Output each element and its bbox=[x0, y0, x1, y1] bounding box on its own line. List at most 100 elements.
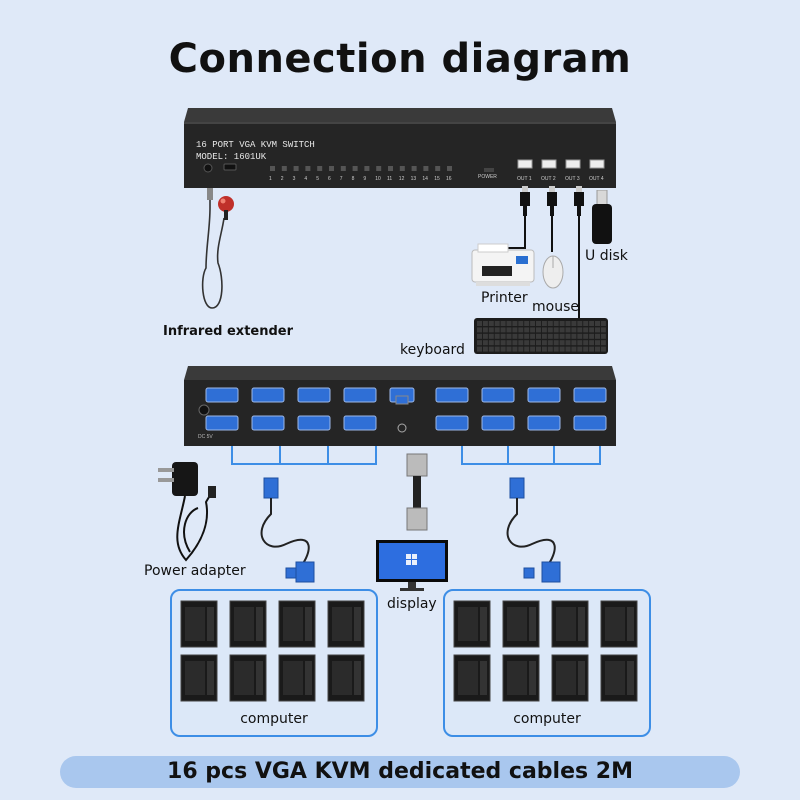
keyboard-key bbox=[600, 346, 606, 352]
keyboard-key bbox=[565, 321, 571, 326]
keyboard-key bbox=[595, 321, 600, 326]
keyboard-key bbox=[577, 346, 583, 352]
port-select-button bbox=[364, 166, 370, 171]
keyboard-key bbox=[524, 321, 530, 326]
port-select-button bbox=[435, 166, 441, 171]
keyboard-key bbox=[547, 346, 553, 352]
keyboard-key bbox=[506, 333, 512, 339]
keyboard-key bbox=[482, 327, 488, 333]
keyboard-key bbox=[547, 321, 553, 326]
keyboard-key bbox=[506, 346, 512, 352]
keyboard-key bbox=[536, 346, 541, 352]
keyboard-key bbox=[518, 321, 524, 326]
keyboard-key bbox=[553, 346, 559, 352]
keyboard-key bbox=[559, 321, 565, 326]
keyboard-key bbox=[541, 333, 547, 339]
computer-tower-icon bbox=[327, 600, 365, 648]
keyboard-key bbox=[600, 340, 606, 346]
keyboard-key bbox=[589, 346, 595, 352]
keyboard-key bbox=[577, 340, 583, 346]
vga-port bbox=[251, 415, 285, 431]
vga-cable-right bbox=[506, 477, 561, 583]
keyboard-key bbox=[595, 346, 600, 352]
keyboard-key bbox=[477, 321, 482, 326]
keyboard-key bbox=[547, 327, 553, 333]
computer-group-right: computer bbox=[443, 589, 651, 737]
port-number: 15 bbox=[434, 176, 440, 182]
usb-port bbox=[565, 159, 581, 169]
keyboard-key bbox=[559, 340, 565, 346]
keyboard-key bbox=[589, 340, 595, 346]
keyboard-key bbox=[600, 333, 606, 339]
computer-tower-icon bbox=[502, 600, 540, 648]
port-select-button bbox=[293, 166, 299, 171]
keyboard-key bbox=[577, 321, 583, 326]
vga-port bbox=[205, 387, 239, 403]
keyboard-key bbox=[477, 340, 482, 346]
power-adapter-label: Power adapter bbox=[144, 563, 246, 579]
vga-port bbox=[481, 387, 515, 403]
keyboard-key bbox=[571, 333, 577, 339]
keyboard-key bbox=[518, 346, 524, 352]
keyboard-key bbox=[559, 333, 565, 339]
keyboard-key bbox=[536, 327, 541, 333]
display-label: display bbox=[387, 596, 437, 612]
usb-disk-label: U disk bbox=[585, 248, 628, 264]
keyboard-key bbox=[595, 340, 600, 346]
keyboard-key bbox=[530, 340, 536, 346]
keyboard-key bbox=[583, 340, 589, 346]
keyboard-key bbox=[589, 333, 595, 339]
port-number: 6 bbox=[328, 176, 331, 182]
keyboard-key bbox=[553, 327, 559, 333]
keyboard-key bbox=[583, 321, 589, 326]
vga-port bbox=[297, 415, 331, 431]
keyboard-key bbox=[518, 327, 524, 333]
display-monitor-icon bbox=[376, 540, 448, 591]
keyboard-key bbox=[488, 346, 494, 352]
keyboard-key bbox=[536, 321, 541, 326]
mouse-icon bbox=[542, 255, 564, 289]
keyboard-key bbox=[571, 327, 577, 333]
keyboard-key bbox=[583, 346, 589, 352]
keyboard-key bbox=[530, 333, 536, 339]
kvm-switch-front-graphic bbox=[184, 108, 616, 188]
keyboard-key bbox=[577, 333, 583, 339]
keyboard-key bbox=[500, 321, 506, 326]
port-select-button bbox=[270, 166, 275, 171]
keyboard-key bbox=[500, 333, 506, 339]
port-select-button bbox=[352, 166, 358, 171]
usb-cables bbox=[500, 186, 584, 322]
vga-port bbox=[251, 387, 285, 403]
keyboard-key bbox=[530, 327, 536, 333]
keyboard-key bbox=[482, 321, 488, 326]
port-select-button bbox=[399, 166, 405, 171]
computer-tower-icon bbox=[453, 654, 491, 702]
port-number: 4 bbox=[304, 176, 308, 182]
computer-tower-icon bbox=[229, 654, 267, 702]
keyboard-key bbox=[500, 340, 506, 346]
computer-group-right-label: computer bbox=[513, 711, 581, 727]
keyboard-key bbox=[477, 346, 482, 352]
switch-model-line2: MODEL: 1601UK bbox=[196, 152, 267, 162]
keyboard-key bbox=[589, 321, 595, 326]
computer-tower-icon bbox=[180, 654, 218, 702]
usb-port bbox=[541, 159, 557, 169]
keyboard-key bbox=[512, 321, 518, 326]
vga-port bbox=[343, 415, 377, 431]
keyboard-key bbox=[488, 333, 494, 339]
keyboard-key bbox=[536, 340, 541, 346]
keyboard-key bbox=[541, 321, 547, 326]
port-number: 8 bbox=[351, 176, 355, 182]
computer-tower-icon bbox=[229, 600, 267, 648]
keyboard-key bbox=[506, 327, 512, 333]
port-number: 7 bbox=[339, 176, 343, 182]
keyboard-key bbox=[595, 327, 600, 333]
infrared-extender-icon bbox=[201, 188, 234, 309]
usb-port bbox=[589, 159, 605, 169]
keyboard-key bbox=[559, 327, 565, 333]
usb-port-label: OUT 2 bbox=[541, 176, 556, 182]
port-select-button bbox=[281, 166, 287, 171]
port-select-button bbox=[423, 166, 429, 171]
computer-tower-icon bbox=[453, 600, 491, 648]
keyboard-key bbox=[524, 333, 530, 339]
